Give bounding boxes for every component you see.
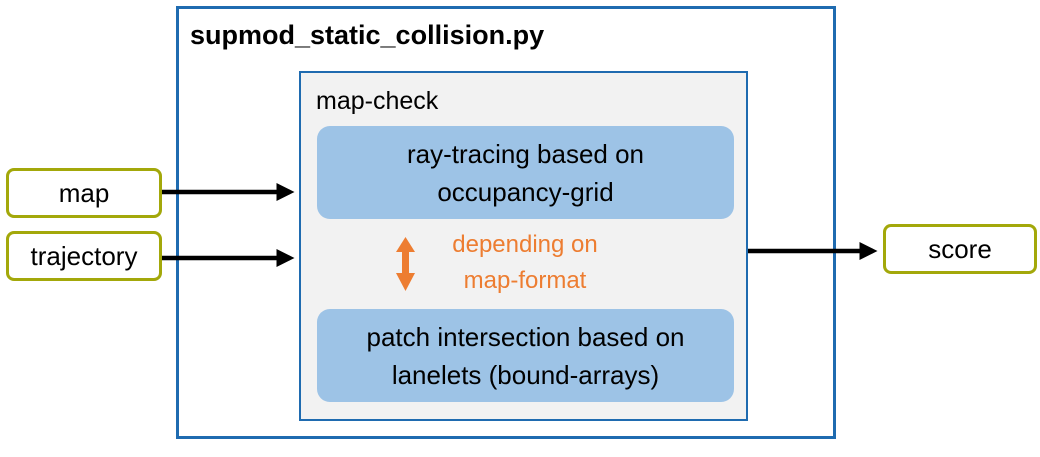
patch-intersection-method-label: patch intersection based on lanelets (bo… [366,321,685,390]
map-input-box: map [6,168,162,218]
patch-intersection-method-box: patch intersection based on lanelets (bo… [317,309,734,402]
score-output-label: score [928,233,992,264]
double-arrow-icon [396,237,415,291]
module-title: supmod_static_collision.py [190,20,545,50]
ray-tracing-method-label: ray-tracing based on occupancy-grid [406,138,645,207]
map-check-title: map-check [316,87,439,115]
map-format-note: depending on map-format [452,231,598,294]
trajectory-input-box: trajectory [6,231,162,281]
map-input-label: map [58,177,110,208]
trajectory-input-label: trajectory [30,240,138,271]
ray-tracing-method-box: ray-tracing based on occupancy-grid [317,126,734,219]
score-output-box: score [883,224,1037,274]
